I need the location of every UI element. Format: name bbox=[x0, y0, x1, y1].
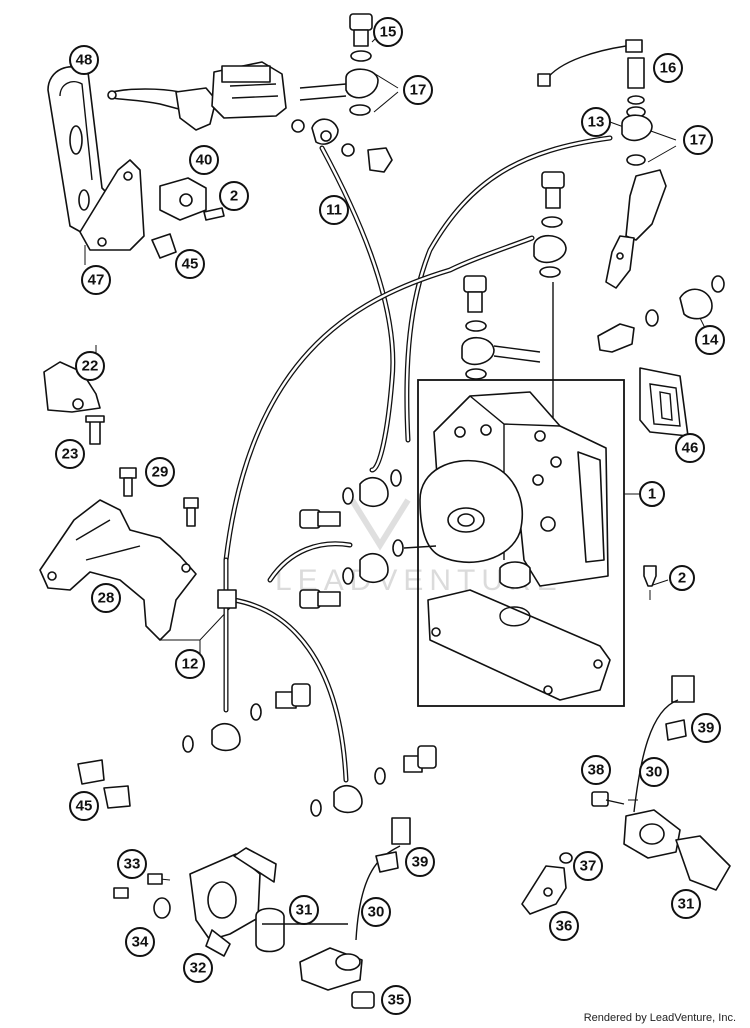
label-35: 35 bbox=[381, 985, 411, 1015]
label-45-top: 45 bbox=[175, 249, 205, 279]
label-37: 37 bbox=[573, 851, 603, 881]
label-14: 14 bbox=[695, 325, 725, 355]
bracket-36 bbox=[521, 852, 573, 915]
label-1: 1 bbox=[639, 481, 665, 507]
rubber-mount-46 bbox=[639, 367, 689, 437]
label-34: 34 bbox=[125, 927, 155, 957]
svg-text:47: 47 bbox=[88, 272, 105, 289]
label-13: 13 bbox=[581, 107, 611, 137]
svg-text:23: 23 bbox=[62, 446, 79, 463]
svg-text:45: 45 bbox=[76, 798, 93, 815]
label-31-front: 31 bbox=[289, 895, 319, 925]
label-29: 29 bbox=[145, 457, 175, 487]
label-45-bottom: 45 bbox=[69, 791, 99, 821]
lower-hose-fittings bbox=[182, 683, 437, 817]
clips-45 bbox=[77, 759, 131, 809]
svg-text:34: 34 bbox=[132, 934, 149, 951]
svg-text:30: 30 bbox=[646, 764, 663, 781]
label-47: 47 bbox=[81, 265, 111, 295]
label-39-right: 39 bbox=[691, 713, 721, 743]
brake-hoses bbox=[223, 135, 613, 783]
svg-text:17: 17 bbox=[690, 132, 707, 149]
footer-credit: Rendered by LeadVenture, Inc. bbox=[583, 1012, 736, 1024]
bracket-plate bbox=[47, 66, 145, 251]
svg-text:39: 39 bbox=[412, 854, 429, 871]
svg-text:39: 39 bbox=[698, 720, 715, 737]
clip-39-front bbox=[375, 851, 399, 873]
front-sensor-bracket bbox=[113, 847, 348, 957]
bolts-29 bbox=[119, 467, 199, 527]
label-11: 11 bbox=[319, 195, 349, 225]
label-12: 12 bbox=[175, 649, 205, 679]
svg-text:46: 46 bbox=[682, 440, 699, 457]
label-16: 16 bbox=[653, 53, 683, 83]
svg-text:30: 30 bbox=[368, 904, 385, 921]
bracket-22 bbox=[43, 361, 105, 445]
label-32: 32 bbox=[183, 953, 213, 983]
pressure-switch-16 bbox=[537, 39, 653, 166]
svg-text:11: 11 bbox=[326, 202, 342, 219]
label-38: 38 bbox=[581, 755, 611, 785]
label-17-right: 17 bbox=[683, 125, 713, 155]
svg-text:31: 31 bbox=[296, 902, 313, 919]
label-39-front: 39 bbox=[405, 847, 435, 877]
label-36: 36 bbox=[549, 911, 579, 941]
label-28: 28 bbox=[91, 583, 121, 613]
svg-text:2: 2 bbox=[230, 188, 238, 205]
t-junction bbox=[217, 589, 237, 609]
svg-text:33: 33 bbox=[124, 856, 141, 873]
fitting-14 bbox=[597, 275, 725, 353]
svg-text:35: 35 bbox=[388, 992, 405, 1009]
abs-unit-frame bbox=[417, 379, 625, 707]
svg-text:29: 29 bbox=[152, 464, 169, 481]
svg-text:14: 14 bbox=[702, 332, 719, 349]
label-31-rear: 31 bbox=[671, 889, 701, 919]
label-48: 48 bbox=[69, 45, 99, 75]
clamp-block bbox=[151, 177, 225, 259]
abs-side-fittings bbox=[299, 469, 437, 609]
svg-text:31: 31 bbox=[678, 896, 695, 913]
svg-text:15: 15 bbox=[380, 24, 397, 41]
front-master-cylinder-assembly bbox=[107, 61, 393, 173]
svg-text:40: 40 bbox=[196, 152, 213, 169]
front-wheel-sensor bbox=[299, 817, 411, 1009]
bracket-28 bbox=[39, 499, 197, 641]
leader-lines bbox=[84, 35, 709, 881]
abs-banjo-bolts bbox=[461, 171, 567, 470]
label-2-top: 2 bbox=[219, 181, 249, 211]
label-22: 22 bbox=[75, 351, 105, 381]
svg-text:28: 28 bbox=[98, 590, 115, 607]
svg-text:13: 13 bbox=[588, 114, 605, 131]
label-40: 40 bbox=[189, 145, 219, 175]
label-33: 33 bbox=[117, 849, 147, 879]
right-switch-assembly bbox=[605, 169, 667, 289]
svg-text:1: 1 bbox=[648, 486, 656, 503]
svg-text:17: 17 bbox=[410, 82, 427, 99]
svg-text:12: 12 bbox=[182, 656, 199, 673]
screw-2-right bbox=[643, 565, 657, 587]
svg-text:48: 48 bbox=[76, 52, 93, 69]
svg-text:2: 2 bbox=[678, 570, 686, 587]
banjo-fitting-top bbox=[299, 13, 379, 116]
svg-text:16: 16 bbox=[660, 60, 677, 77]
part-labels: 48 15 17 16 13 17 40 2 11 47 45 22 23 29… bbox=[55, 17, 725, 1015]
label-23: 23 bbox=[55, 439, 85, 469]
rear-wheel-sensor bbox=[591, 675, 731, 891]
svg-text:38: 38 bbox=[588, 762, 605, 779]
label-2-right: 2 bbox=[669, 565, 695, 591]
label-30-front: 30 bbox=[361, 897, 391, 927]
label-17-top: 17 bbox=[403, 75, 433, 105]
label-15: 15 bbox=[373, 17, 403, 47]
abs-hydraulic-unit bbox=[419, 391, 611, 701]
svg-text:32: 32 bbox=[190, 960, 207, 977]
svg-text:37: 37 bbox=[580, 858, 597, 875]
label-46: 46 bbox=[675, 433, 705, 463]
svg-text:36: 36 bbox=[556, 918, 573, 935]
label-30-right: 30 bbox=[639, 757, 669, 787]
svg-text:45: 45 bbox=[182, 256, 199, 273]
svg-text:22: 22 bbox=[82, 358, 99, 375]
